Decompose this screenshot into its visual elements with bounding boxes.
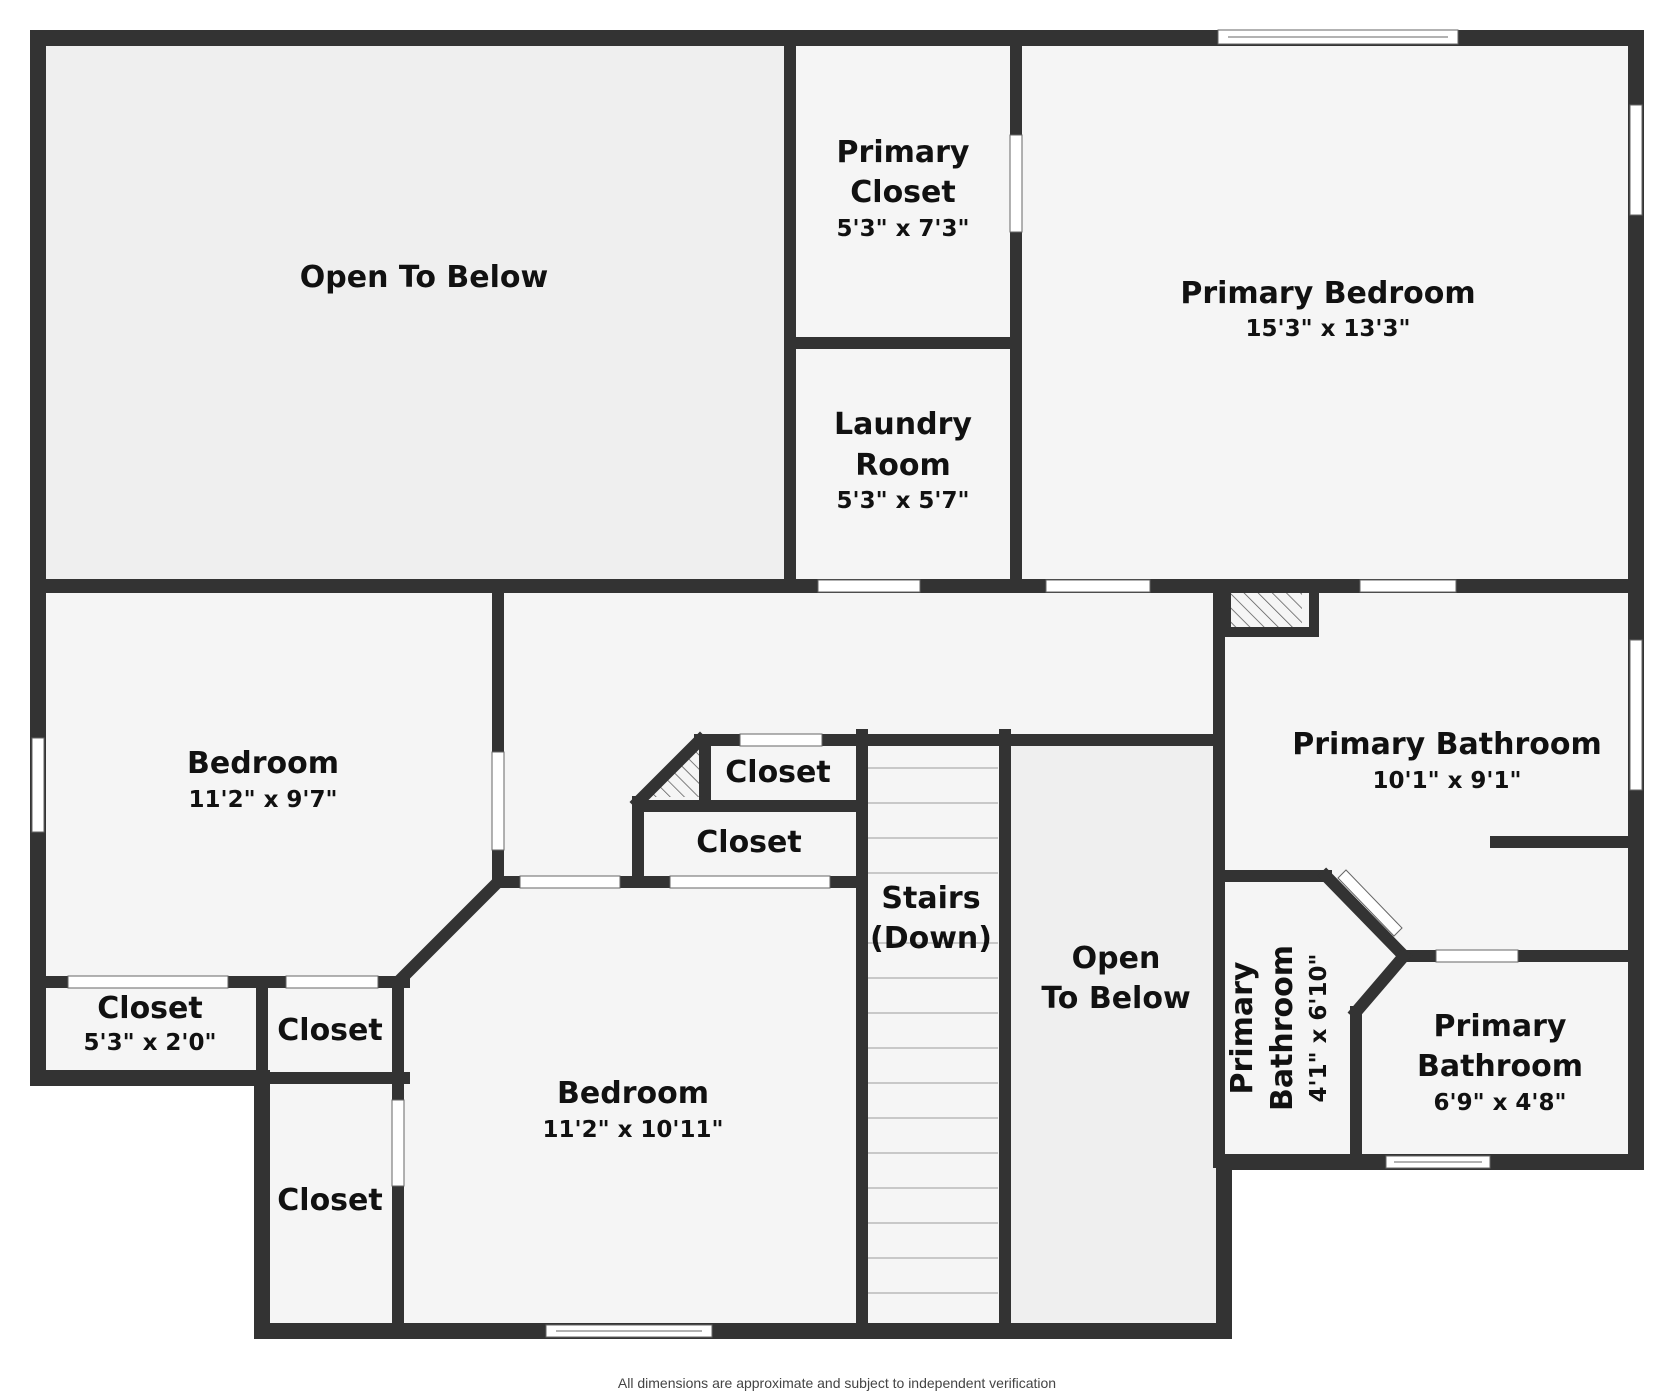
window bbox=[1629, 639, 1643, 791]
open-to-below-top-floor bbox=[38, 38, 790, 586]
room-name-primary-closet-line2: Closet bbox=[850, 175, 955, 210]
room-name-primary-bathroom-wc-line1: Primary bbox=[1225, 961, 1260, 1094]
room-name-closet-bottom-left: Closet bbox=[277, 1183, 382, 1218]
room-dim-primary-bathroom-small: 6'9" x 4'8" bbox=[1434, 1090, 1567, 1116]
door-opening bbox=[519, 875, 621, 889]
room-dim-primary-bathroom-wc: 4'1" x 6'10" bbox=[1306, 954, 1332, 1103]
door-opening bbox=[1045, 579, 1151, 593]
disclaimer-text: All dimensions are approximate and subje… bbox=[617, 1375, 1057, 1391]
room-dim-primary-bedroom: 15'3" x 13'3" bbox=[1246, 316, 1411, 342]
door-opening bbox=[491, 751, 505, 851]
door-opening bbox=[391, 1099, 405, 1187]
room-name-primary-bedroom: Primary Bedroom bbox=[1180, 276, 1475, 311]
door-opening bbox=[1009, 134, 1023, 233]
room-name-closet-upper-2: Closet bbox=[696, 825, 801, 860]
door-opening bbox=[1337, 869, 1403, 937]
room-name-stairs-line1: Stairs bbox=[881, 881, 980, 916]
room-name-open-to-below-mid-line2: To Below bbox=[1041, 981, 1190, 1016]
room-name-laundry-line1: Laundry bbox=[834, 407, 972, 442]
room-name-closet-mid-small: Closet bbox=[277, 1013, 382, 1048]
room-dim-bedroom-bottom: 11'2" x 10'11" bbox=[543, 1117, 724, 1143]
room-name-closet-left-small: Closet bbox=[97, 991, 202, 1026]
door-opening bbox=[1359, 579, 1457, 593]
door-opening bbox=[817, 579, 921, 593]
room-dim-primary-bathroom-main: 10'1" x 9'1" bbox=[1373, 768, 1522, 794]
door-opening bbox=[669, 875, 831, 889]
door-opening bbox=[285, 975, 379, 989]
stairs-floor bbox=[862, 735, 1005, 1331]
stair-treads bbox=[868, 767, 998, 1294]
room-name-open-to-below-top: Open To Below bbox=[300, 260, 548, 295]
room-name-primary-bathroom-main: Primary Bathroom bbox=[1292, 727, 1601, 762]
door-opening bbox=[67, 975, 229, 989]
room-name-primary-bathroom-small-line1: Primary bbox=[1434, 1009, 1567, 1044]
room-dim-laundry: 5'3" x 5'7" bbox=[837, 488, 970, 514]
room-floors bbox=[38, 38, 1636, 1331]
room-labels: Open To Below Primary Closet 5'3" x 7'3"… bbox=[84, 135, 1602, 1218]
room-name-closet-upper-1: Closet bbox=[725, 755, 830, 790]
room-name-primary-bathroom-small-line2: Bathroom bbox=[1417, 1049, 1583, 1084]
room-dim-bedroom-left: 11'2" x 9'7" bbox=[189, 787, 338, 813]
room-name-open-to-below-mid-line1: Open bbox=[1072, 941, 1161, 976]
room-name-primary-closet-line1: Primary bbox=[837, 135, 970, 170]
room-name-primary-bathroom-wc-line2: Bathroom bbox=[1265, 945, 1300, 1111]
windows bbox=[31, 29, 1643, 1338]
open-to-below-mid-floor bbox=[1007, 743, 1219, 1331]
room-dim-primary-closet: 5'3" x 7'3" bbox=[837, 216, 970, 242]
room-name-stairs-line2: (Down) bbox=[870, 921, 992, 956]
room-dim-closet-left-small: 5'3" x 2'0" bbox=[84, 1030, 217, 1056]
door-opening bbox=[739, 733, 823, 747]
door-opening bbox=[1435, 949, 1519, 963]
storage-hatch-2 bbox=[1226, 590, 1302, 628]
room-name-laundry-line2: Room bbox=[855, 448, 951, 483]
room-name-bedroom-bottom: Bedroom bbox=[557, 1076, 709, 1111]
window bbox=[1629, 104, 1643, 216]
primary-bathroom-wc-label: Primary Bathroom 4'1" x 6'10" bbox=[1225, 945, 1332, 1111]
window bbox=[31, 737, 45, 833]
room-name-bedroom-left: Bedroom bbox=[187, 746, 339, 781]
